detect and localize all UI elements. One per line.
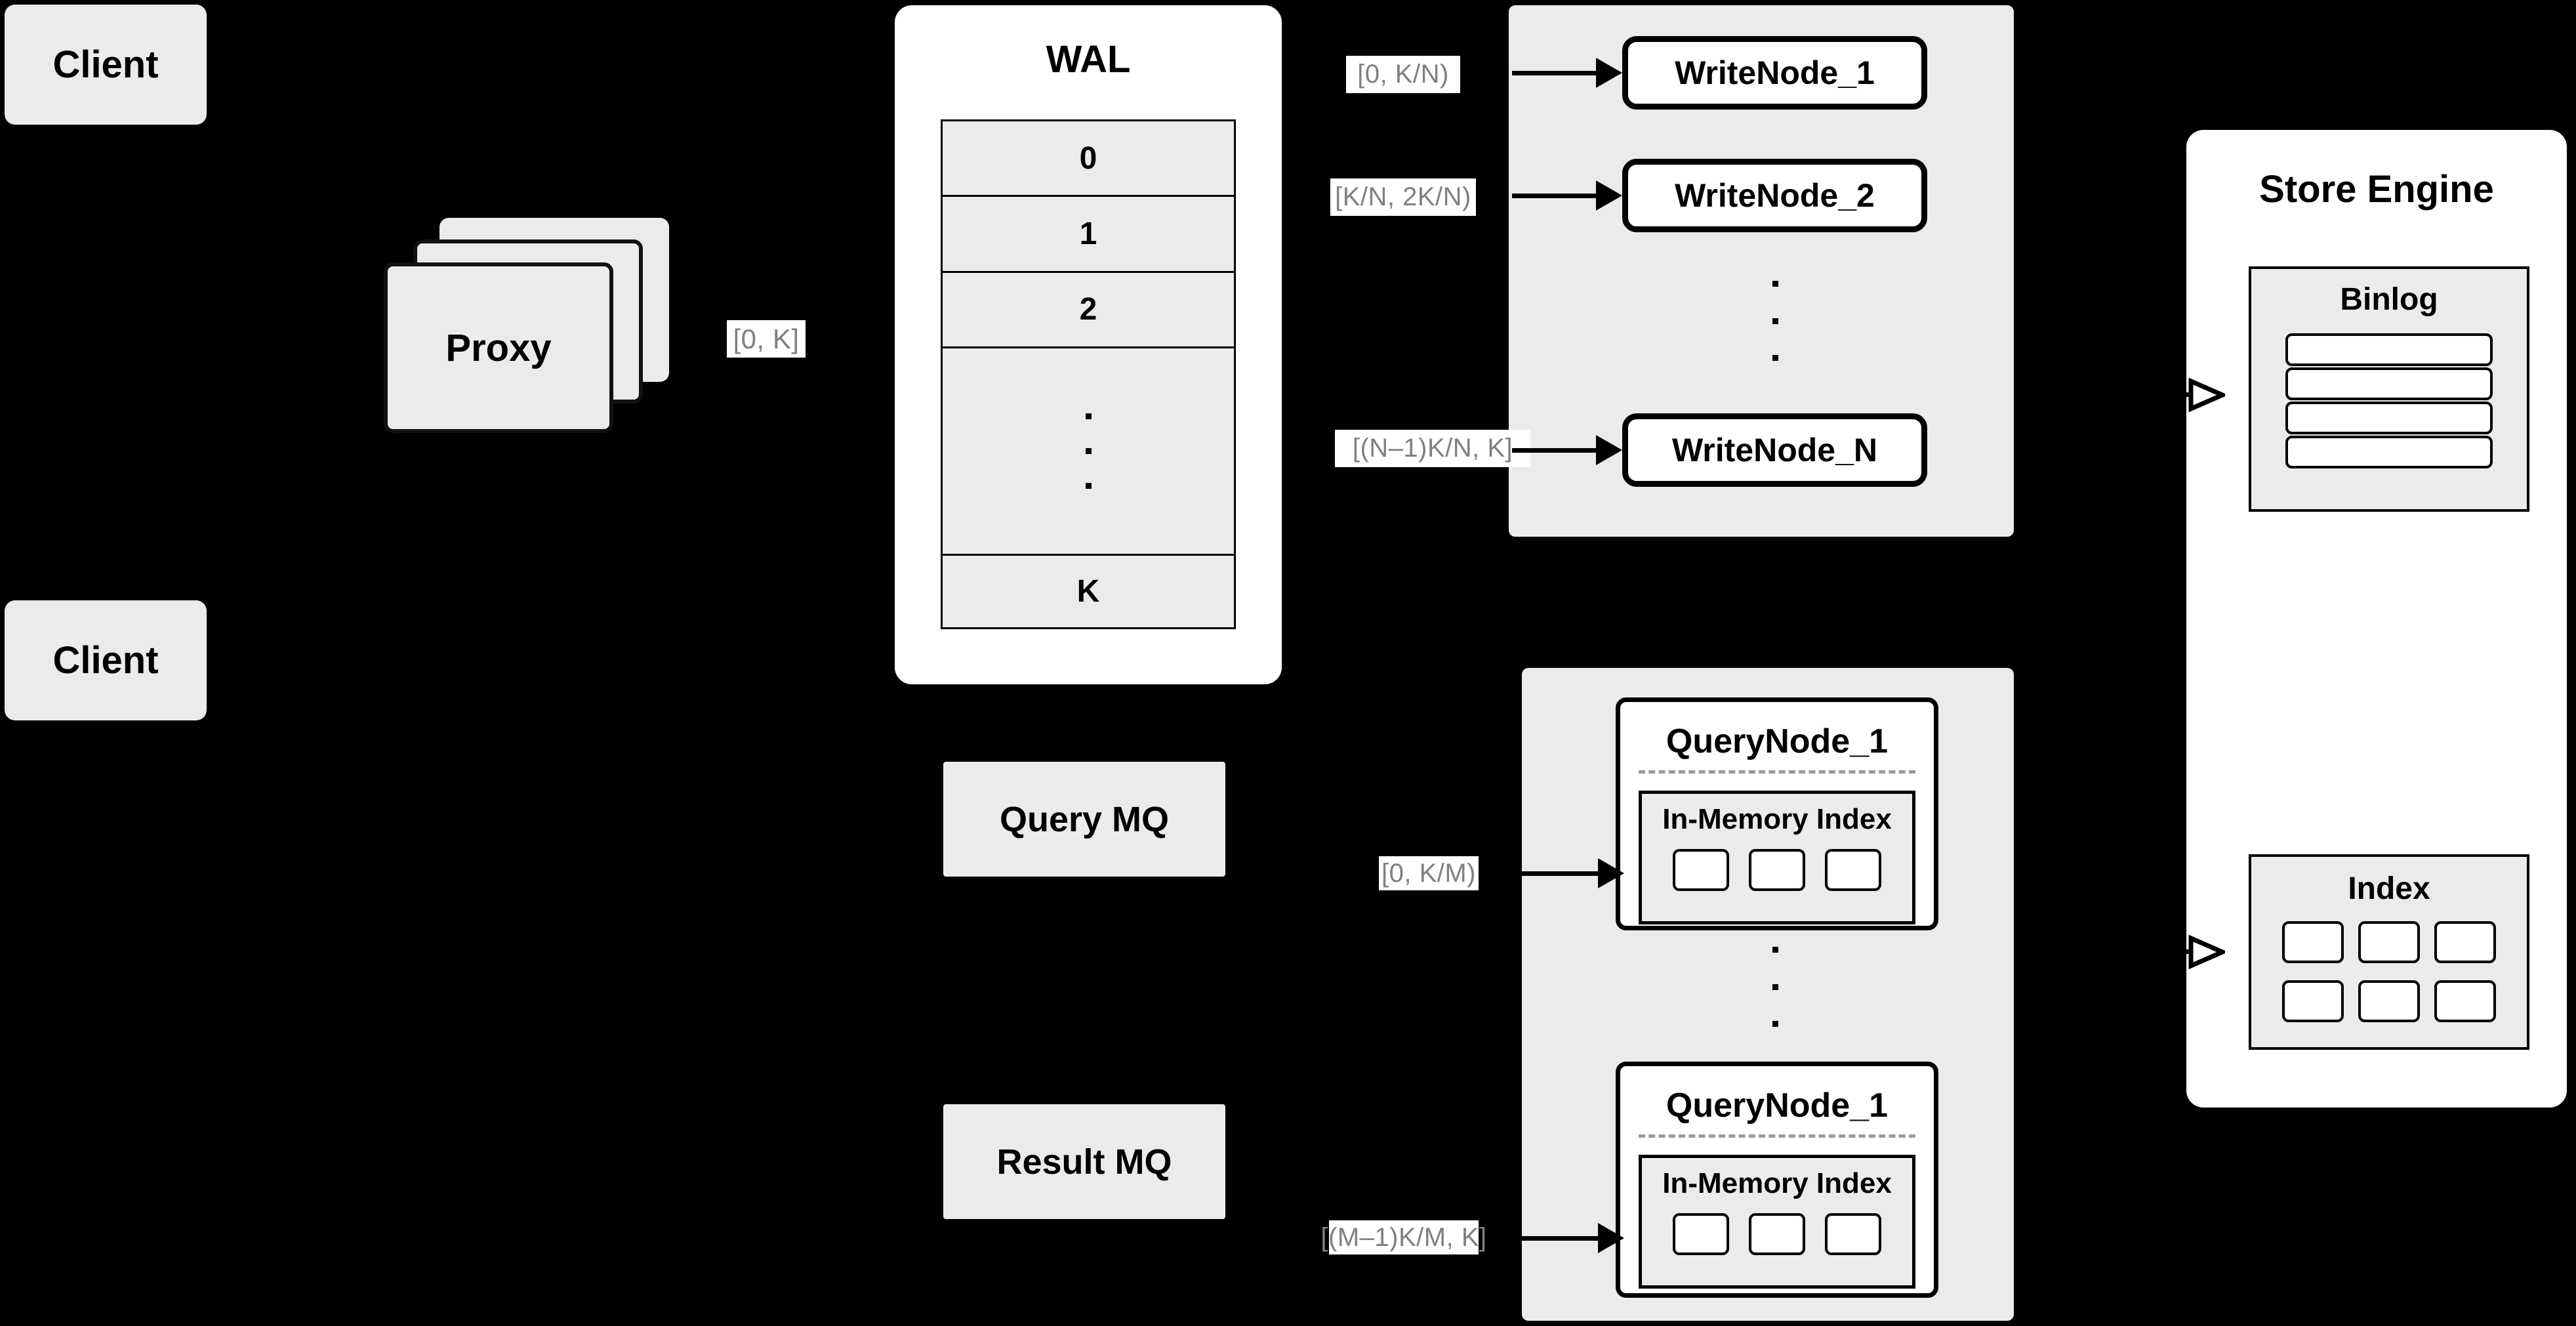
store-engine-title: Store Engine [2259, 167, 2494, 211]
wal-row-k: K [943, 555, 1234, 627]
query-node-label-1: QueryNode_1 [1666, 722, 1889, 760]
write-node-range-label-1: [0, K/N) [1346, 56, 1460, 93]
wal-row-2: 2 [943, 272, 1234, 348]
in-memory-index-title-2: In-Memory Index [1662, 1167, 1892, 1199]
write-node-label-2: WriteNode_2 [1675, 177, 1875, 214]
client-label-1: Client [52, 43, 159, 86]
write-node-range-label-2: [K/N, 2K/N) [1330, 178, 1476, 216]
store-index-cell [2358, 980, 2420, 1022]
wal-table-body: 0 1 2 K [941, 119, 1236, 629]
query-cluster-vertical-dots-icon [1771, 947, 1779, 1027]
query-node-arrow-line-1 [1521, 871, 1598, 876]
store-index-box: Index [2249, 854, 2529, 1050]
index-cell [1825, 849, 1881, 891]
query-mq-box[interactable]: Query MQ [943, 762, 1225, 877]
write-node-arrow-line-1 [1512, 71, 1596, 75]
query-node-arrow-head-2 [1598, 1223, 1624, 1253]
in-memory-index-box-2: In-Memory Index [1639, 1155, 1915, 1289]
index-cell [1825, 1213, 1881, 1255]
write-node-arrow-head-1 [1596, 58, 1622, 88]
proxy-label: Proxy [445, 326, 552, 369]
store-engine-index-arrow-line [2121, 949, 2192, 954]
store-index-cell [2358, 921, 2420, 963]
query-node-range-label-1: [0, K/M) [1379, 856, 1479, 890]
result-mq-label: Result MQ [996, 1142, 1172, 1182]
wal-row-0b: 0 [943, 121, 1234, 197]
proxy-box[interactable]: Proxy [384, 262, 613, 433]
wal-row-ellipsis [943, 348, 1234, 556]
wal-vertical-dots-icon [1085, 413, 1092, 489]
query-node-range-label-2: [(M–1)K/M, K] [1320, 1220, 1486, 1254]
query-node-label-2: QueryNode_1 [1666, 1087, 1889, 1125]
index-cell [1673, 849, 1729, 891]
query-node-box-2[interactable]: QueryNode_1 In-Memory Index [1616, 1062, 1938, 1298]
write-node-range-label-n: [(N–1)K/N, K] [1335, 430, 1530, 467]
wal-row-1: 1 [943, 197, 1234, 273]
client-label-2: Client [52, 639, 159, 682]
write-node-arrow-line-n [1512, 448, 1596, 453]
client-box-1[interactable]: Client [5, 5, 207, 125]
write-node-box-2[interactable]: WriteNode_2 [1622, 159, 1927, 232]
binlog-title: Binlog [2340, 281, 2438, 317]
binlog-row [2285, 333, 2493, 366]
query-node-divider-1 [1639, 770, 1915, 774]
store-index-cell [2282, 921, 2344, 963]
query-node-arrow-head-1 [1598, 858, 1624, 888]
binlog-row [2285, 436, 2493, 468]
client-box-2[interactable]: Client [5, 600, 207, 720]
wal-title: WAL [1046, 37, 1131, 81]
store-index-cell [2434, 921, 2496, 963]
in-memory-index-title-1: In-Memory Index [1662, 803, 1892, 835]
write-cluster-vertical-dots-icon [1771, 281, 1779, 361]
index-cell [1749, 1213, 1805, 1255]
write-node-box-n[interactable]: WriteNode_N [1622, 413, 1927, 487]
store-index-title: Index [2348, 871, 2430, 906]
query-node-arrow-line-2 [1521, 1236, 1598, 1241]
result-mq-box[interactable]: Result MQ [943, 1104, 1225, 1219]
write-node-arrow-head-2 [1596, 180, 1622, 211]
query-node-divider-2 [1639, 1134, 1915, 1138]
in-memory-index-box-1: In-Memory Index [1639, 791, 1915, 924]
store-engine-binlog-arrow-line [2121, 392, 2192, 397]
write-node-arrow-line-2 [1512, 194, 1596, 198]
write-node-box-1[interactable]: WriteNode_1 [1622, 36, 1927, 110]
store-engine-binlog-arrow-head [2188, 377, 2228, 413]
query-mq-label: Query MQ [999, 799, 1170, 839]
query-node-box-1[interactable]: QueryNode_1 In-Memory Index [1616, 697, 1938, 930]
binlog-box: Binlog [2249, 266, 2529, 512]
index-cell [1673, 1213, 1729, 1255]
store-index-cell [2282, 980, 2344, 1022]
binlog-row [2285, 367, 2493, 400]
store-index-cell [2434, 980, 2496, 1022]
write-node-label-n: WriteNode_N [1671, 432, 1877, 468]
store-engine-index-arrow-head [2188, 934, 2228, 970]
binlog-row [2285, 402, 2493, 434]
proxy-range-label: [0, K] [727, 320, 806, 358]
write-node-label-1: WriteNode_1 [1675, 54, 1875, 91]
write-node-arrow-head-n [1596, 435, 1622, 465]
index-cell [1749, 849, 1805, 891]
